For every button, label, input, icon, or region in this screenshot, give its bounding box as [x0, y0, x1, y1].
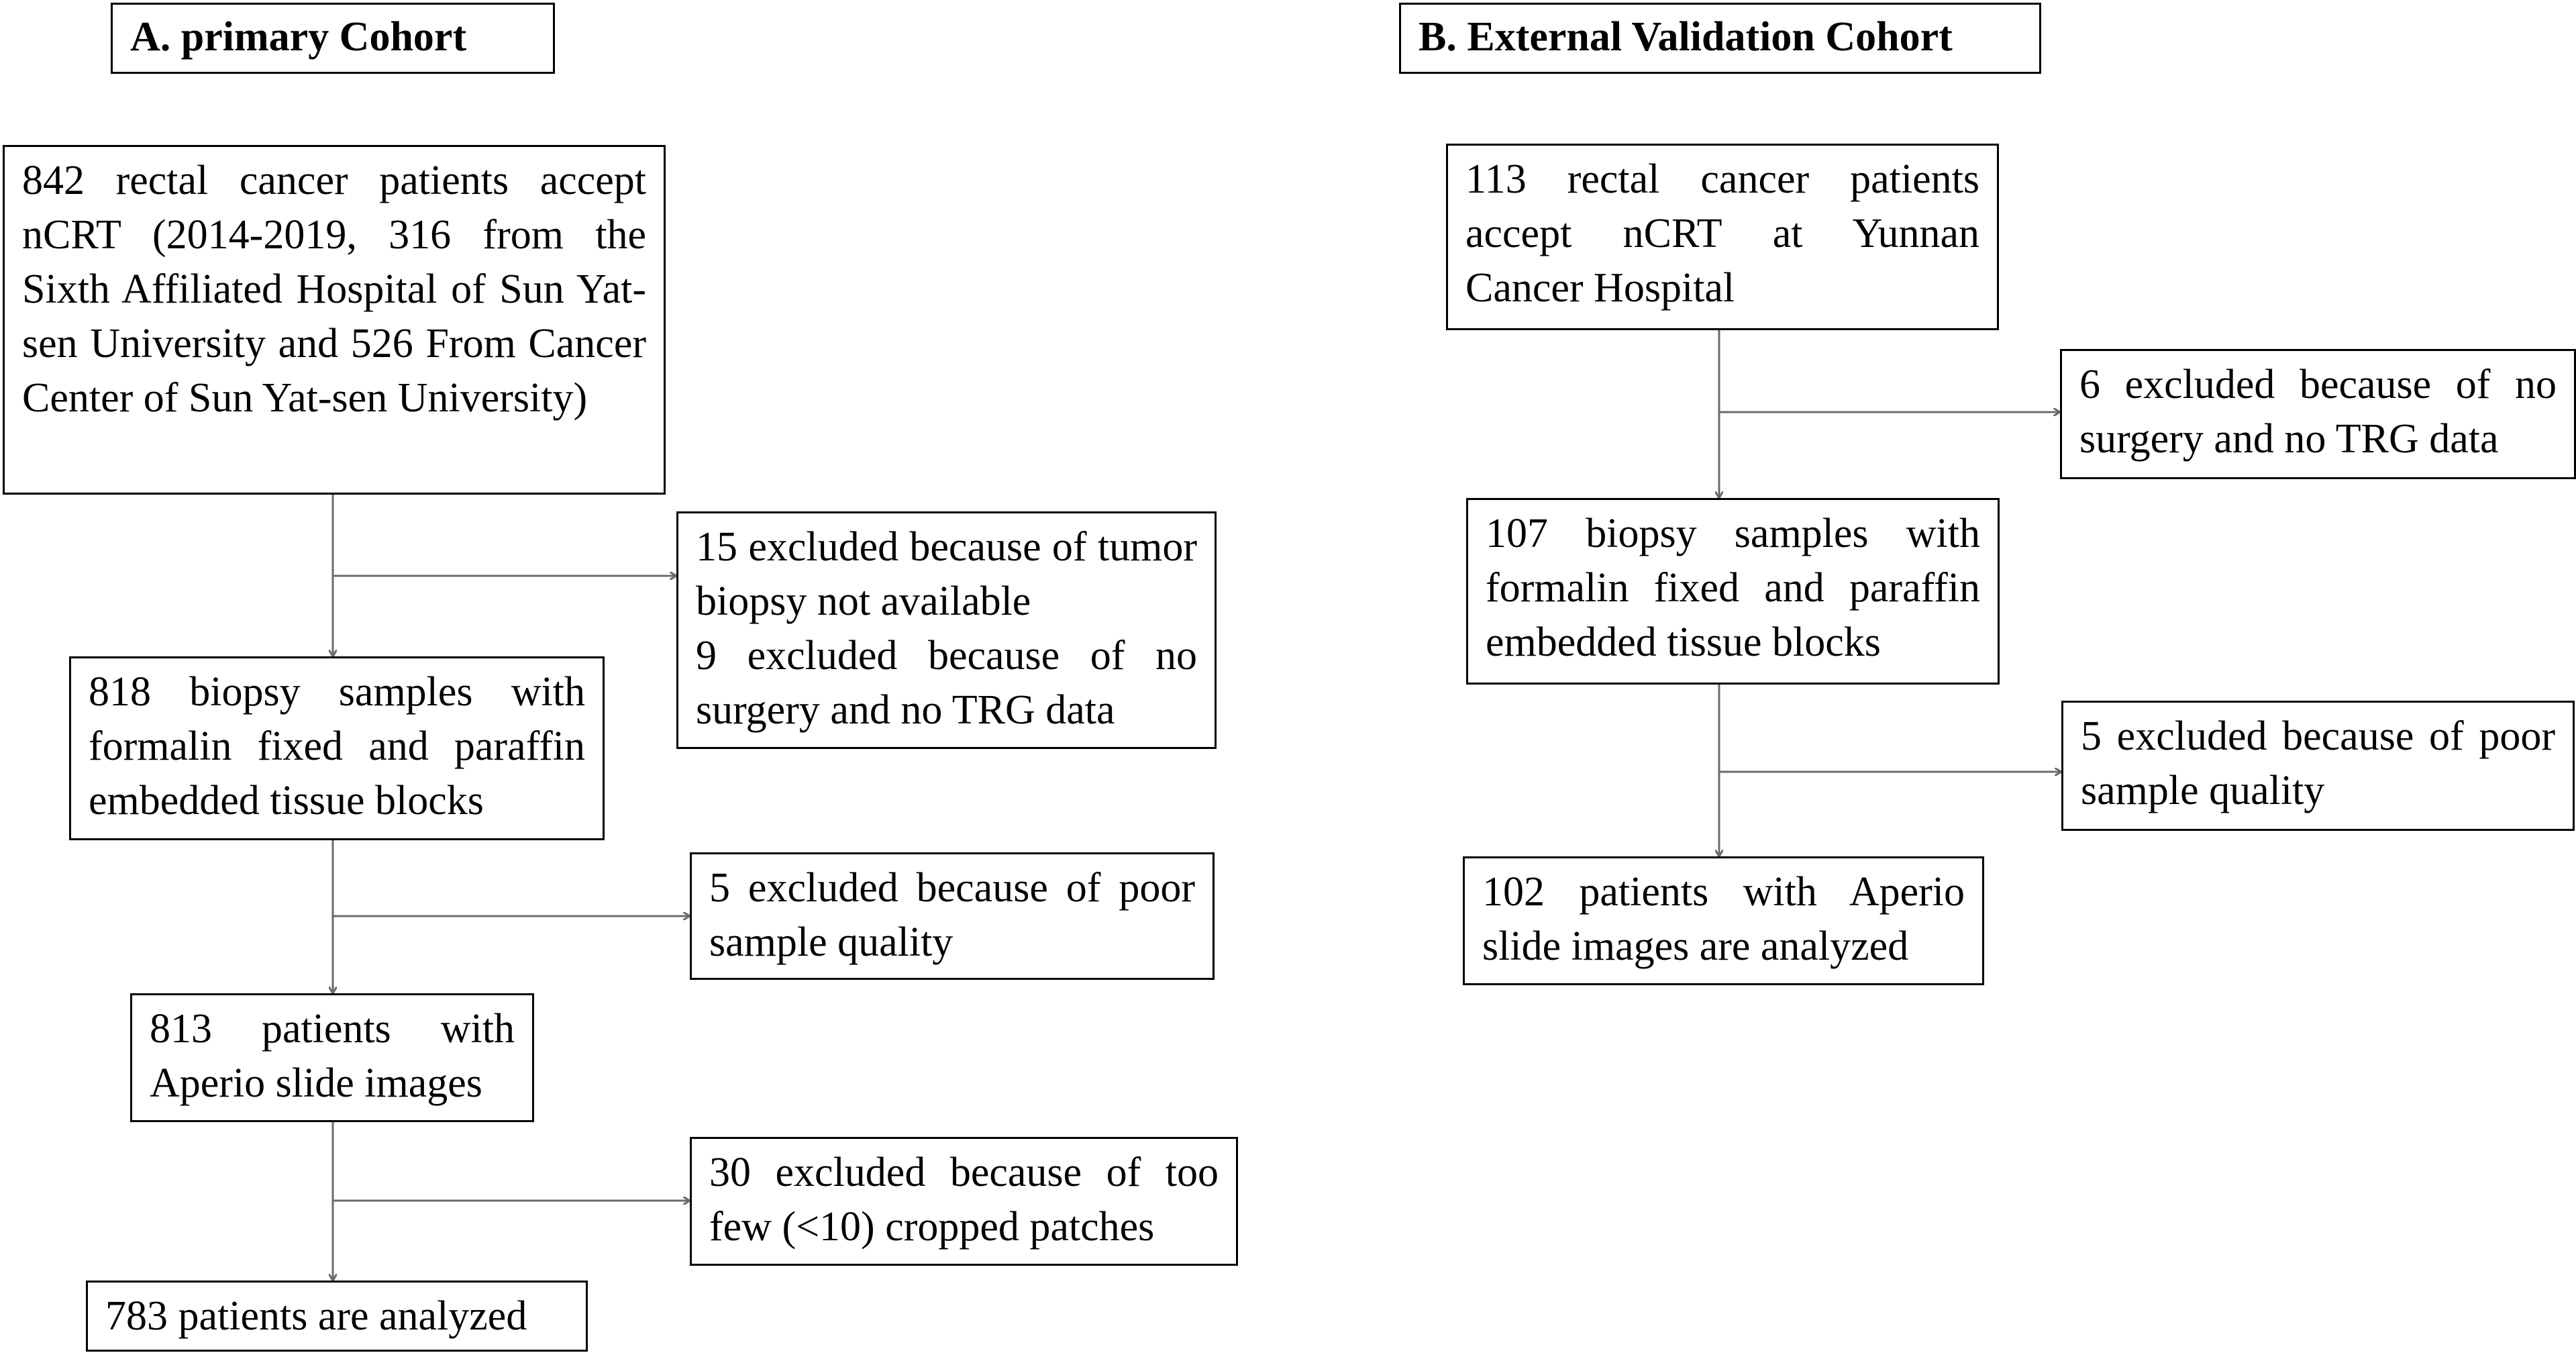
cohort-b-biopsy-box: 107 biopsy samples with formalin fixed a…: [1466, 498, 2000, 685]
cohort-a-biopsy-box: 818 biopsy samples with formalin fixed a…: [69, 656, 605, 840]
cohort-a-slide-images-box: 813 patients with Aperio slide images: [130, 993, 534, 1122]
cohort-a-exclusion-1-box: 15 excluded because of tumor biopsy not …: [676, 511, 1217, 749]
cohort-b-exclusion-1-box: 6 excluded because of no surgery and no …: [2060, 349, 2576, 479]
cohort-a-title: A. primary Cohort: [111, 3, 555, 74]
cohort-b-title: B. External Validation Cohort: [1399, 3, 2041, 74]
cohort-a-exclusion-3-box: 30 excluded because of too few (<10) cro…: [690, 1137, 1238, 1266]
cohort-b-start-box: 113 rectal cancer patients accept nCRT a…: [1446, 144, 1999, 330]
cohort-b-exclusion-2-box: 5 excluded because of poor sample qualit…: [2061, 701, 2575, 831]
cohort-a-analyzed-box: 783 patients are analyzed: [86, 1281, 588, 1352]
cohort-a-start-box: 842 rectal cancer patients accept nCRT (…: [3, 145, 666, 495]
cohort-a-exclusion-2-box: 5 excluded because of poor sample qualit…: [690, 852, 1215, 980]
cohort-b-analyzed-box: 102 patients with Aperio slide images ar…: [1463, 856, 1984, 985]
